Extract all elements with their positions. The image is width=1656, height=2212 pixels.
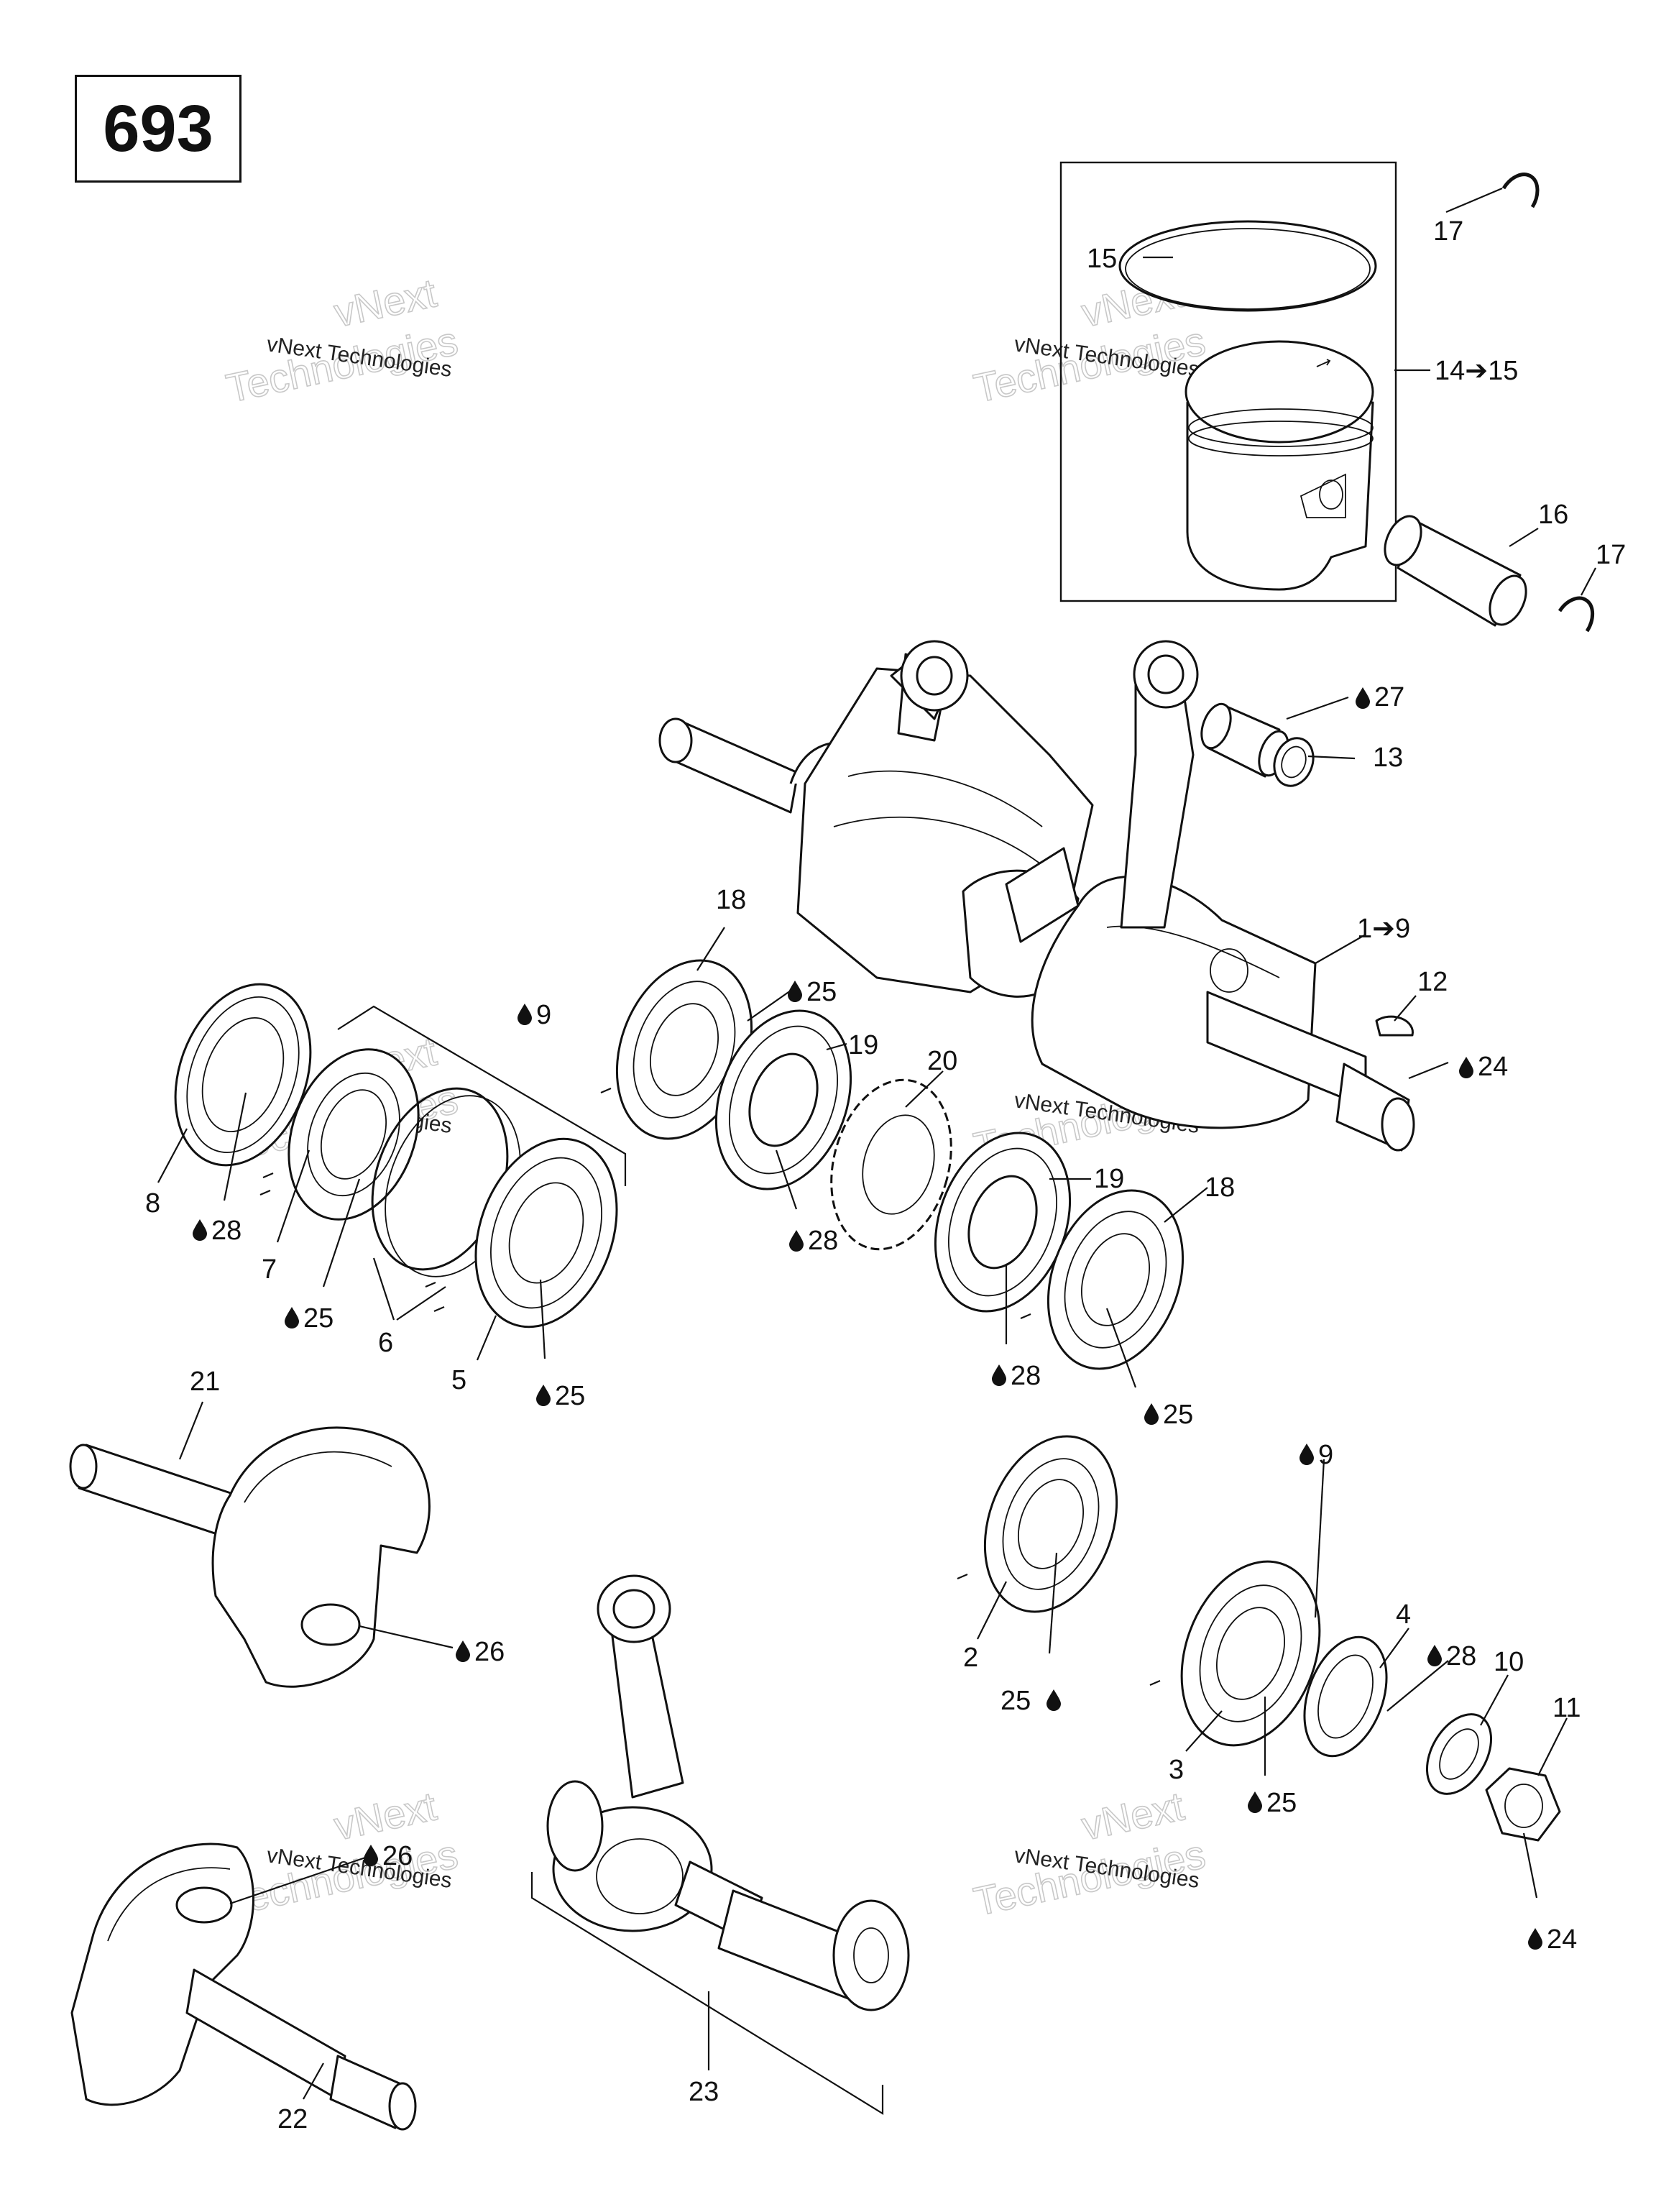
connecting-rod-23-drawing: [546, 1574, 910, 2011]
callout-10: 10: [1494, 1647, 1524, 1677]
callout-14: 14➔15: [1435, 356, 1518, 386]
callout-28-seal4: 28: [1446, 1641, 1476, 1671]
callout-25-bearing2: 25: [1000, 1686, 1031, 1716]
piston-kit-frame: [1059, 161, 1397, 602]
callout-2: 2: [963, 1643, 978, 1673]
dowel-pins-right: [957, 1573, 1161, 1686]
seal-19-top-drawing: [714, 1009, 852, 1190]
callout-15: 15: [1087, 244, 1117, 274]
callout-25-bearing3: 25: [1266, 1788, 1297, 1818]
callout-24-top: 24: [1478, 1052, 1508, 1082]
ball-bearing-5-drawing: [474, 1137, 618, 1328]
callout-26-top: 26: [474, 1637, 505, 1667]
gear-20-drawing: [830, 1078, 952, 1251]
callout-13: 13: [1373, 743, 1403, 773]
thrust-washer-13-drawing: [1273, 737, 1315, 787]
callout-21: 21: [190, 1367, 220, 1397]
callout-18-top: 18: [716, 885, 746, 915]
piston-ring-drawing: [1118, 220, 1377, 312]
watermark-bottom-right: vNext Technologies vNext Technologies: [970, 1782, 1210, 1924]
callout-17-bottom: 17: [1596, 540, 1626, 570]
callout-25-left: 25: [303, 1303, 334, 1334]
callout-7: 7: [262, 1254, 277, 1285]
callout-23: 23: [689, 2077, 719, 2107]
callout-4: 4: [1396, 1600, 1411, 1630]
callout-numbers: 15 14➔15 17 16 17 27 13 1➔9 12 24 18 25 …: [145, 216, 1626, 2134]
callout-25-top: 25: [806, 977, 837, 1007]
watermark-bottom-left: vNext Technologies vNext Technologies: [222, 1782, 462, 1924]
leader-lines: [157, 187, 1596, 2100]
crankshaft-assembly-drawing: [658, 640, 1415, 1152]
callout-25-bearing18: 25: [1163, 1400, 1193, 1430]
washer-10-drawing: [1425, 1713, 1493, 1795]
woodruff-key-12-drawing: [1375, 1015, 1414, 1037]
bracket-23-group: [530, 1872, 884, 2115]
callout-5: 5: [451, 1365, 466, 1395]
callout-27: 27: [1374, 682, 1404, 712]
callout-20: 20: [927, 1046, 957, 1076]
crank-half-21-drawing: [69, 1426, 431, 1688]
dowel-pins-left: [259, 1172, 445, 1313]
callout-19-top: 19: [848, 1030, 878, 1060]
callout-19-bottom: 19: [1094, 1164, 1124, 1194]
callout-22: 22: [277, 2104, 308, 2134]
callout-1: 1➔9: [1357, 914, 1410, 944]
callout-16: 16: [1538, 500, 1568, 530]
bearing-3-drawing: [1180, 1560, 1321, 1747]
callout-28-left: 28: [211, 1216, 242, 1246]
callout-17-top: 17: [1433, 216, 1463, 247]
callout-28-right: 28: [1011, 1361, 1041, 1391]
bearing-2-drawing: [983, 1435, 1118, 1613]
piston-drawing: [1184, 340, 1374, 591]
seal-4-drawing: [1303, 1635, 1388, 1758]
callout-9-right: 9: [1318, 1440, 1333, 1470]
callout-3: 3: [1169, 1755, 1184, 1785]
page-number-box: 693: [75, 75, 242, 183]
bearing-18-bottom-drawing: [1046, 1189, 1184, 1370]
callout-28-center: 28: [808, 1226, 838, 1256]
callout-12: 12: [1417, 967, 1448, 997]
dowel-pins-center: [600, 1087, 1031, 1320]
watermark-top-left: vNext Technologies vNext Technologies: [222, 269, 462, 411]
callout-25-bearing5: 25: [555, 1381, 585, 1411]
callout-24-bottom: 24: [1547, 1924, 1577, 1955]
callout-8: 8: [145, 1188, 160, 1219]
bearing-7-drawing: [288, 1048, 420, 1221]
callout-26-bottom: 26: [382, 1841, 413, 1871]
callout-6: 6: [378, 1328, 393, 1358]
callout-11: 11: [1552, 1693, 1581, 1723]
bracket-9-group: [337, 1005, 627, 1186]
crank-half-22-drawing: [70, 1842, 417, 2131]
oil-seal-8-drawing: [174, 983, 312, 1167]
callout-18-bottom: 18: [1205, 1172, 1235, 1203]
nut-11-drawing: [1485, 1767, 1561, 1842]
circlip-drawings: [1501, 173, 1595, 633]
callout-9-left: 9: [536, 1000, 551, 1030]
seal-19-bottom-drawing: [934, 1132, 1072, 1313]
piston-pin-drawing: [1384, 515, 1527, 627]
